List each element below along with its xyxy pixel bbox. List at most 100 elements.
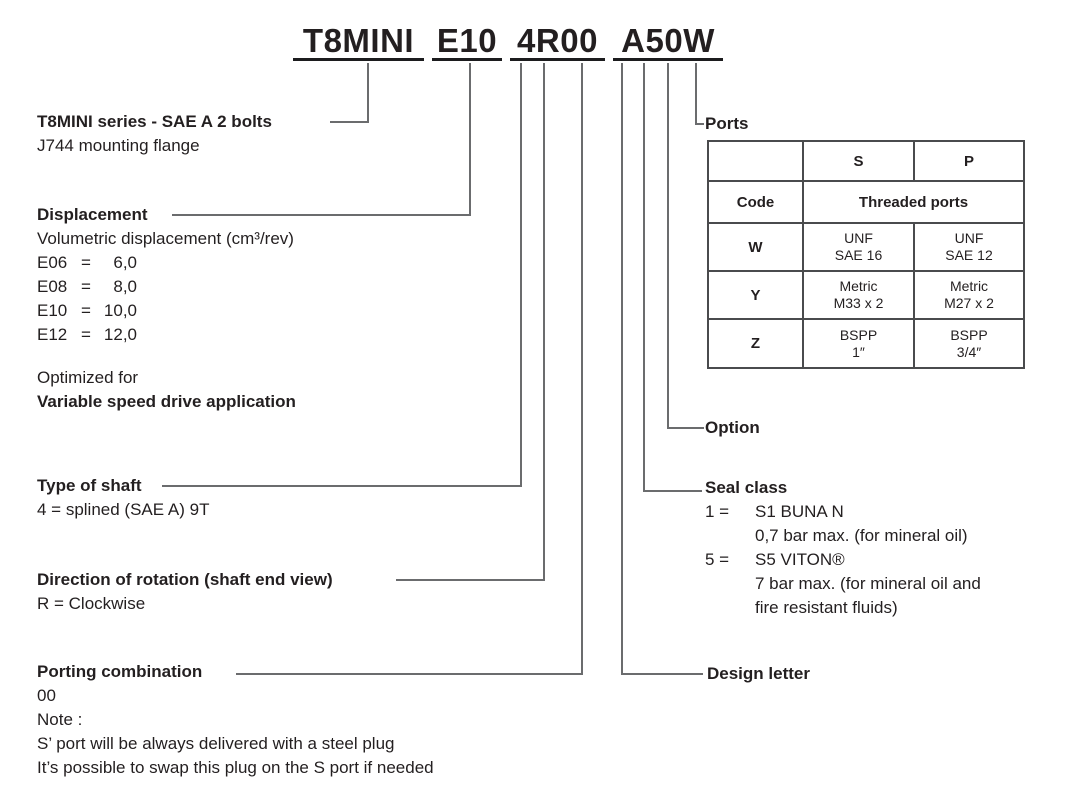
seal-code: 1 = (705, 502, 730, 521)
cell-line: UNF (844, 230, 873, 246)
section-displacement: Displacement Volumetric displacement (cm… (37, 203, 296, 414)
section-option: Option (705, 416, 760, 440)
variable-speed-label: Variable speed drive application (37, 392, 296, 411)
section-series: T8MINI series - SAE A 2 bolts J744 mount… (37, 110, 272, 158)
rotation-heading: Direction of rotation (shaft end view) (37, 570, 333, 589)
displacement-heading: Displacement (37, 205, 148, 224)
rotation-detail: R = Clockwise (37, 594, 146, 613)
seal-entry: 1 = S1 BUNA N (705, 500, 981, 524)
cell-header-s: S (802, 140, 915, 182)
cell-y-s: Metric M33 x 2 (802, 270, 915, 320)
table-row-y: Y Metric M33 x 2 Metric M27 x 2 (707, 270, 1025, 320)
ports-table: S P Code Threaded ports W UNF SAE 16 UNF… (707, 140, 1025, 369)
displacement-item: E10 = 10,0 (37, 299, 296, 323)
code-segment-series: T8MINI (293, 24, 424, 61)
table-row-z: Z BSPP 1″ BSPP 3/4″ (707, 318, 1025, 369)
seal-code: 5 = (705, 550, 730, 569)
seal-name: S1 BUNA N (755, 502, 844, 521)
leader-hline-series (330, 121, 369, 123)
code-segment-displacement: E10 (432, 24, 502, 61)
leader-hline-design (621, 673, 703, 675)
cell-line: M33 x 2 (833, 295, 884, 311)
displacement-value: 6,0 (113, 253, 137, 272)
leader-hline-displacement (172, 214, 471, 216)
option-heading: Option (705, 418, 760, 437)
cell-line: BSPP (839, 326, 878, 343)
code-segment-shaft-rotation-porting: 4R00 (510, 24, 605, 61)
series-heading: T8MINI series - SAE A 2 bolts (37, 112, 272, 131)
leader-vline-ports (695, 63, 697, 125)
shaft-heading: Type of shaft (37, 476, 142, 495)
cell-line: UNF (954, 230, 984, 246)
cell-line: SAE 12 (945, 247, 993, 263)
table-row-port-names: S P (707, 140, 1025, 182)
equals-sign: = (81, 277, 91, 296)
displacement-code: E06 (37, 253, 68, 272)
displacement-value: 8,0 (113, 277, 137, 296)
equals-sign: = (81, 253, 91, 272)
leader-vline-displacement (469, 63, 471, 216)
displacement-value: 12,0 (103, 325, 137, 344)
cell-line: 1″ (852, 343, 865, 360)
displacement-code: E12 (37, 325, 68, 344)
seal-desc: 0,7 bar max. (for mineral oil) (755, 526, 968, 545)
ports-heading: Ports (705, 114, 749, 133)
leader-hline-porting (236, 673, 583, 675)
cell-code-w: W (707, 222, 804, 272)
leader-hline-seal (643, 490, 702, 492)
porting-note-line2: It’s possible to swap this plug on the S… (37, 758, 434, 777)
displacement-item: E12 = 12,0 (37, 323, 296, 347)
seal-desc: fire resistant fluids) (755, 598, 898, 617)
leader-vline-series (367, 63, 369, 123)
cell-code-y: Y (707, 270, 804, 320)
cell-line: SAE 16 (834, 247, 883, 263)
porting-heading: Porting combination (37, 662, 203, 681)
section-ports: Ports (705, 112, 748, 136)
code-segment-design-seal-option-ports: A50W (613, 24, 723, 61)
section-shaft: Type of shaft 4 = splined (SAE A) 9T (37, 474, 209, 522)
displacement-item: E08 = 8,0 (37, 275, 296, 299)
leader-vline-seal (643, 63, 645, 492)
model-code-title: T8MINI E10 4R00 A50W (293, 24, 723, 61)
cell-line: Metric (949, 278, 989, 294)
cell-blank (707, 140, 804, 182)
leader-hline-rotation (396, 579, 545, 581)
seal-heading: Seal class (705, 478, 788, 497)
cell-threaded-header: Threaded ports (802, 180, 1025, 224)
seal-name: S5 VITON® (755, 550, 845, 569)
cell-code-z: Z (707, 318, 804, 369)
cell-w-s: UNF SAE 16 (802, 222, 915, 272)
cell-y-p: Metric M27 x 2 (913, 270, 1025, 320)
series-subheading: J744 mounting flange (37, 136, 200, 155)
displacement-item: E06 = 6,0 (37, 251, 296, 275)
leader-vline-option (667, 63, 669, 429)
cell-line: M27 x 2 (944, 295, 994, 311)
cell-z-p: BSPP 3/4″ (913, 318, 1025, 369)
section-seal: Seal class 1 = S1 BUNA N 0,7 bar max. (f… (705, 476, 981, 620)
displacement-subheading: Volumetric displacement (cm³/rev) (37, 229, 294, 248)
cell-code-header: Code (707, 180, 804, 224)
porting-value: 00 (37, 686, 56, 705)
leader-hline-ports (695, 123, 704, 125)
leader-vline-porting (581, 63, 583, 675)
section-porting: Porting combination 00 Note : S’ port wi… (37, 660, 434, 780)
section-design: Design letter (707, 662, 810, 686)
displacement-code: E10 (37, 301, 68, 320)
displacement-code: E08 (37, 277, 68, 296)
displacement-value: 10,0 (103, 301, 137, 320)
leader-vline-rotation (543, 63, 545, 581)
equals-sign: = (81, 325, 91, 344)
cell-w-p: UNF SAE 12 (913, 222, 1025, 272)
equals-sign: = (81, 301, 91, 320)
seal-desc: 7 bar max. (for mineral oil and (755, 574, 981, 593)
porting-note-line1: S’ port will be always delivered with a … (37, 734, 395, 753)
shaft-detail: 4 = splined (SAE A) 9T (37, 500, 210, 519)
table-row-headers: Code Threaded ports (707, 180, 1025, 224)
porting-note-label: Note : (37, 710, 83, 729)
design-heading: Design letter (707, 664, 810, 683)
leader-vline-design (621, 63, 623, 675)
leader-vline-shaft (520, 63, 522, 487)
cell-header-p: P (913, 140, 1025, 182)
cell-line: BSPP (950, 326, 988, 343)
